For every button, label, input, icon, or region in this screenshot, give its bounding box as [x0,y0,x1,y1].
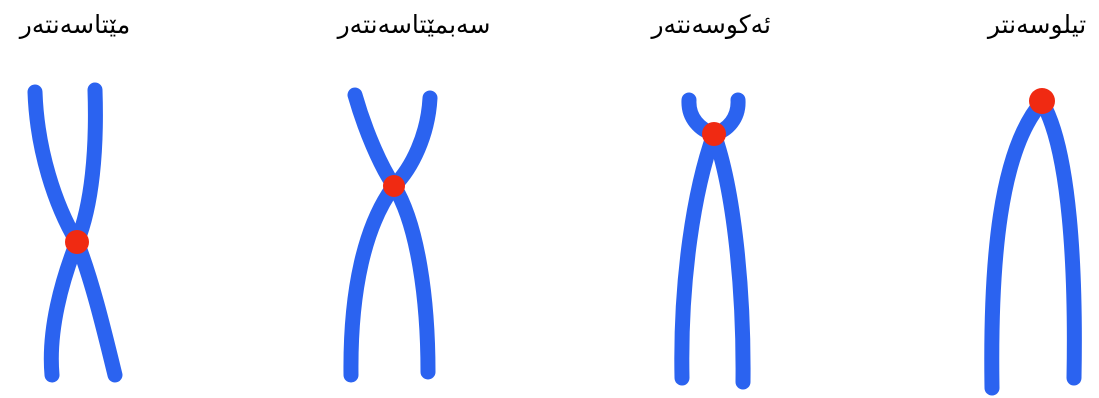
telocentric-chromosome [992,88,1075,388]
submetacentric-chromosome [351,95,430,375]
telocentric-chromatid-right [1042,102,1074,378]
acrocentric-centromere [702,122,726,146]
submetacentric-chromatid-right [394,98,430,372]
acrocentric-chromatid-left [682,134,714,378]
acrocentric-chromosome [682,100,743,382]
metacentric-centromere [65,230,89,254]
telocentric-chromatid-left [992,102,1042,388]
acrocentric-chromatid-right [714,134,743,382]
telocentric-centromere [1029,88,1055,114]
submetacentric-centromere [383,175,405,197]
submetacentric-chromatid-left [351,95,394,375]
metacentric-chromosome [35,90,115,375]
